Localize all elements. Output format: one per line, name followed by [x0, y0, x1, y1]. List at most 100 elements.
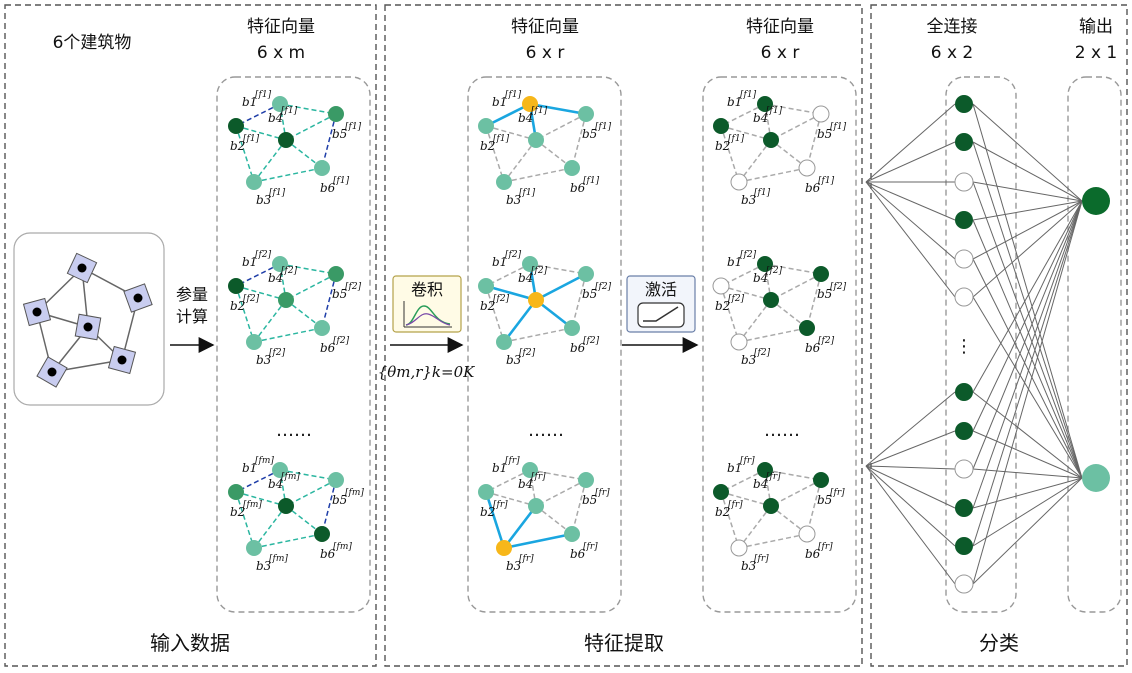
graph-node: [730, 173, 748, 191]
node-superscript: [fr]: [818, 542, 833, 552]
graph-node: [713, 484, 729, 500]
graph-edge: [235, 285, 255, 343]
graph-edge: [738, 505, 772, 549]
node-superscript: [fr]: [505, 456, 520, 466]
building-centroid: [32, 307, 42, 317]
graph-edge: [235, 103, 281, 127]
node-superscript: [f1]: [830, 122, 847, 132]
graph-node: [272, 96, 288, 112]
graph-edge: [253, 327, 323, 343]
building-centroid: [83, 322, 93, 332]
conv-feature-panel: [467, 76, 622, 613]
graph-edge: [502, 299, 538, 343]
ellipsis-act: ……: [764, 420, 800, 441]
graph-node: [328, 266, 344, 282]
graph-edge: [485, 263, 531, 287]
graph-node: [496, 540, 512, 556]
fc-output-edge: [972, 200, 1083, 260]
graph-edge: [235, 469, 281, 493]
fc-input-edge: [865, 181, 956, 221]
fc-output-edge: [972, 219, 1083, 479]
graph-node: [757, 96, 773, 112]
node-superscript: [f1]: [493, 134, 510, 144]
graph-node: [278, 132, 294, 148]
node-superscript: [f1]: [505, 90, 522, 100]
graph-edge: [253, 299, 287, 343]
graph-edge: [764, 469, 822, 481]
node-label: b3: [256, 193, 272, 207]
fc-input-edge: [865, 181, 956, 260]
fc-input-edge: [865, 141, 956, 183]
node-label: b4: [518, 111, 533, 125]
graph-edge: [235, 285, 287, 301]
fc-output-edge: [972, 200, 1083, 585]
graph-edge: [321, 273, 337, 329]
node-label: b4: [268, 111, 283, 125]
fc-dim: 6 x 2: [931, 43, 974, 63]
fc-input-edge: [865, 465, 956, 585]
fc-output-edge: [972, 430, 1083, 479]
graph-edge: [571, 273, 587, 329]
input-section-title: 输入数据: [150, 631, 230, 655]
fc-input-edge: [865, 465, 956, 509]
fc-node: [954, 574, 974, 594]
input-graph-3: b1[fm]b2[fm]b3[fm]b4[fm]b5[fm]b6[fm]: [228, 456, 364, 573]
node-label: b5: [582, 127, 597, 141]
node-label: b6: [805, 547, 821, 561]
graph-node: [799, 320, 815, 336]
graph-node: [757, 256, 773, 272]
graph-node: [314, 526, 330, 542]
graph-node: [528, 292, 544, 308]
output-title: 输出: [1079, 17, 1113, 37]
graph-edge: [484, 491, 506, 549]
graph-edge: [738, 167, 808, 183]
graph-edge: [279, 469, 287, 507]
graph-edge: [720, 285, 772, 301]
graph-node: [478, 278, 494, 294]
fc-input-edge: [865, 465, 956, 470]
node-superscript: [f2]: [531, 266, 548, 276]
graph-edge: [279, 103, 337, 115]
graph-edge: [764, 263, 772, 301]
graph-edge: [321, 113, 337, 169]
graph-edge: [503, 327, 573, 343]
graph-node: [314, 320, 330, 336]
graph-edge: [253, 505, 287, 549]
node-label: b1: [242, 461, 257, 475]
node-label: b4: [518, 477, 533, 491]
fc-node: [955, 95, 973, 113]
fc-output-edge: [972, 477, 1083, 509]
node-superscript: [f1]: [281, 106, 298, 116]
ellipsis-conv: ……: [528, 420, 564, 441]
fv2-dim: 6 x r: [526, 43, 565, 63]
fc-input-edge: [865, 430, 956, 467]
node-superscript: [f2]: [754, 348, 771, 358]
fc-output-edge: [972, 200, 1083, 547]
node-label: b1: [242, 255, 257, 269]
graph-edge: [529, 469, 537, 507]
node-label: b4: [753, 477, 768, 491]
graph-node: [578, 106, 594, 122]
node-superscript: [f1]: [595, 122, 612, 132]
fc-output-edge: [972, 296, 1083, 479]
graph-node: [246, 334, 262, 350]
conv-graph-2: b1[f2]b2[f2]b3[f2]b4[f2]b5[f2]b6[f2]: [478, 250, 612, 367]
node-superscript: [f2]: [505, 250, 522, 260]
relu-icon: [637, 302, 685, 328]
node-superscript: [fr]: [766, 472, 781, 482]
graph-edge: [235, 125, 255, 183]
graph-edge: [279, 469, 337, 481]
graph-node: [813, 266, 829, 282]
node-superscript: [f1]: [345, 122, 362, 132]
graph-edge: [770, 273, 822, 301]
graph-node: [578, 472, 594, 488]
node-label: b1: [492, 461, 507, 475]
graph-node: [798, 525, 816, 543]
fc-output-edge: [972, 141, 1083, 202]
graph-edge: [770, 479, 822, 507]
graph-edge: [485, 125, 537, 141]
input-graph-1: b1[f1]b2[f1]b3[f1]b4[f1]b5[f1]b6[f1]: [228, 90, 362, 207]
graph-node: [228, 118, 244, 134]
node-label: b3: [741, 193, 757, 207]
